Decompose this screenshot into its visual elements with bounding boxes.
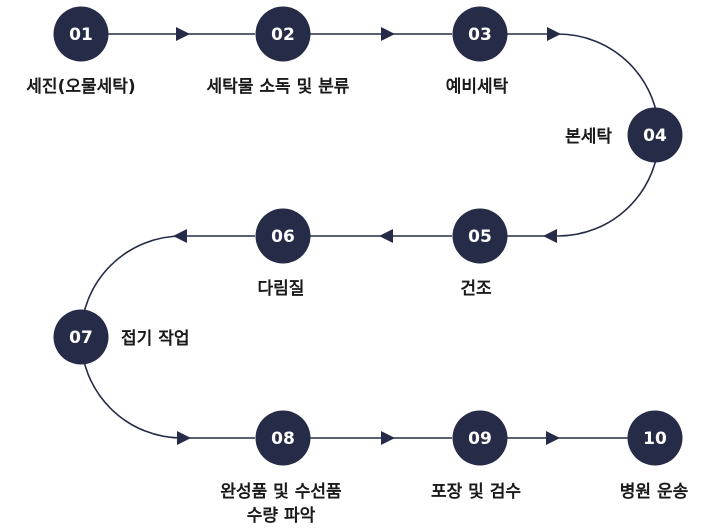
step-number-06: 06 [271, 227, 295, 247]
step-node-07 [53, 309, 109, 365]
step-node-01 [53, 6, 109, 62]
step-number-10: 10 [643, 429, 667, 449]
step-label-04: 본세탁 [565, 127, 612, 147]
step-number-05: 05 [468, 227, 492, 247]
step-node-04 [627, 107, 683, 163]
step-number-07: 07 [69, 328, 93, 348]
step-nodes: 01 02 03 04 05 06 07 08 09 10 [53, 6, 683, 466]
step-label-06: 다림질 [258, 278, 305, 299]
arrow-03-04 [547, 27, 561, 41]
step-node-05 [452, 208, 508, 264]
step-label-08-line-2: 수량 파악 [247, 506, 316, 526]
step-label-01: 세진(오물세탁) [26, 77, 135, 97]
step-label-02: 세탁물 소독 및 분류 [207, 77, 350, 97]
arrow-07-08 [177, 431, 191, 445]
step-label-08-line-1: 완성품 및 수선품 [220, 482, 342, 502]
step-label-05: 건조 [460, 279, 492, 299]
step-label-03: 예비세탁 [446, 77, 509, 97]
step-node-10 [627, 410, 683, 466]
step-number-01: 01 [69, 25, 93, 45]
step-number-03: 03 [468, 25, 492, 45]
step-number-02: 02 [271, 25, 295, 45]
step-node-06 [255, 208, 311, 264]
arrow-09-10 [546, 431, 560, 445]
step-label-09: 포장 및 검수 [431, 482, 521, 502]
arrow-04-05 [543, 229, 557, 243]
arrow-01-02 [176, 27, 190, 41]
step-node-08 [255, 410, 311, 466]
step-number-04: 04 [643, 126, 667, 146]
step-node-03 [452, 6, 508, 62]
connectors [80, 27, 660, 445]
step-node-02 [255, 6, 311, 62]
step-node-09 [452, 410, 508, 466]
arrow-02-03 [381, 27, 395, 41]
arrow-05-06 [379, 229, 393, 243]
step-label-10: 병원 운송 [620, 482, 689, 502]
step-number-09: 09 [468, 429, 492, 449]
step-label-07: 접기 작업 [121, 329, 189, 349]
arrow-08-09 [381, 431, 395, 445]
step-number-08: 08 [271, 429, 295, 449]
